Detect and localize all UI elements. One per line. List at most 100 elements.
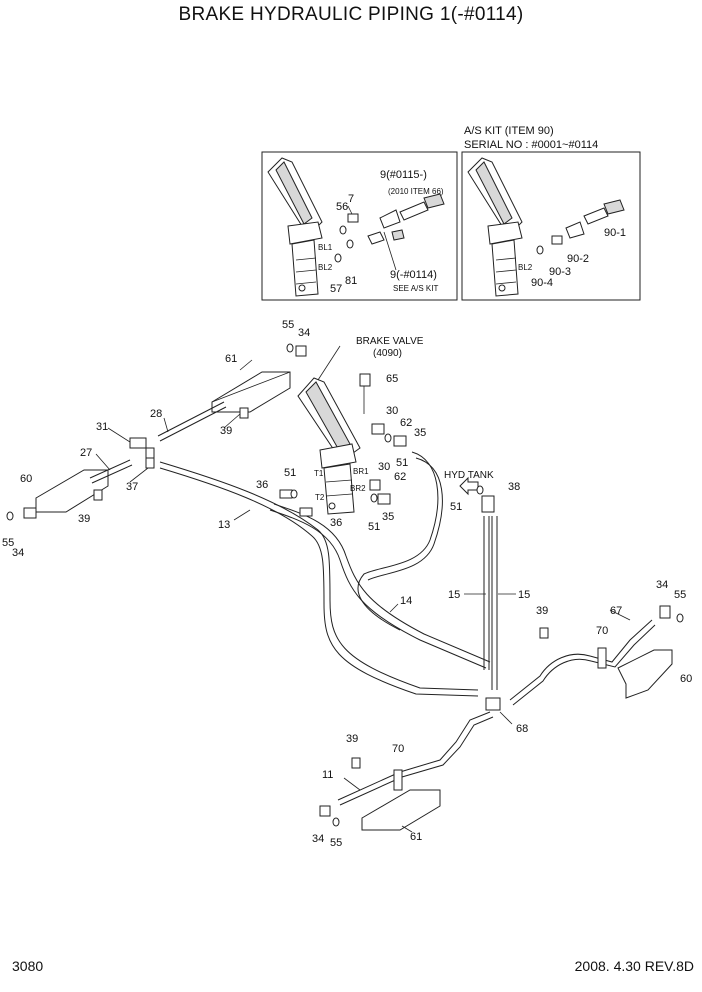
callout-11: 11 (322, 769, 333, 781)
callout-38: 38 (508, 481, 520, 493)
label-9-new: 9(#0115-) (380, 169, 427, 181)
hose-13 (159, 461, 479, 697)
port-br1: BR1 (353, 467, 369, 476)
callout-39: 39 (220, 425, 232, 437)
callout-68: 68 (516, 723, 528, 735)
plug-65 (359, 373, 371, 414)
fitting-7 (347, 213, 359, 223)
callout-61: 61 (410, 831, 422, 843)
bracket-61-top (211, 371, 291, 413)
callout-34: 34 (12, 547, 24, 559)
fitting-34-top (286, 343, 307, 357)
page-title: BRAKE HYDRAULIC PIPING 1(-#0114) (178, 4, 524, 25)
hose-br1 (357, 451, 443, 631)
callout-30: 30 (378, 461, 390, 473)
callout-37: 37 (126, 481, 138, 493)
callout-15: 15 (518, 589, 530, 601)
kit-label-90-4: 90-4 (531, 277, 553, 289)
kit-switch (536, 199, 625, 255)
tee-31 (129, 437, 155, 461)
label-81: 81 (345, 275, 357, 287)
callout-30: 30 (386, 405, 398, 417)
callout-39: 39 (536, 605, 548, 617)
callout-39: 39 (78, 513, 90, 525)
label-56: 56 (336, 201, 348, 213)
switch-9-old (367, 229, 405, 245)
pedal-valve-drawing (267, 157, 323, 297)
callout-51: 51 (284, 467, 296, 479)
washer-57-81 (334, 239, 354, 263)
callouts: 55 34 61 65 28 39 31 27 37 60 39 55 34 1… (2, 319, 692, 849)
hyd-tank-label: HYD TANK (444, 470, 494, 481)
leader-lines (95, 359, 631, 833)
fitting-34-left (6, 507, 37, 521)
label-bl2: BL2 (318, 263, 333, 272)
callout-34: 34 (298, 327, 310, 339)
as-kit-header-1: A/S KIT (ITEM 90) (464, 125, 554, 137)
callout-60: 60 (680, 673, 692, 685)
tube-27 (89, 459, 133, 484)
inset-left: 9(#0115-) (2010 ITEM 66) 56 7 BL1 BL2 57… (261, 151, 458, 301)
page-number: 3080 (12, 958, 44, 974)
callout-70: 70 (596, 625, 608, 637)
port-t2: T2 (315, 493, 325, 502)
callout-60: 60 (20, 473, 32, 485)
kit-label-bl2: BL2 (518, 263, 533, 272)
kit-label-90-3: 90-3 (549, 266, 571, 278)
callout-31: 31 (96, 421, 108, 433)
callout-55: 55 (2, 537, 14, 549)
port-br2: BR2 (350, 484, 366, 493)
callout-70: 70 (392, 743, 404, 755)
brake-valve (297, 345, 361, 515)
clamps-70 (393, 647, 607, 791)
inset-right: A/S KIT (ITEM 90) SERIAL NO : #0001~#011… (461, 125, 641, 301)
callout-34: 34 (656, 579, 668, 591)
callout-61: 61 (225, 353, 237, 365)
label-2010-item66: (2010 ITEM 66) (388, 187, 444, 196)
callout-55: 55 (282, 319, 294, 331)
kit-label-90-2: 90-2 (567, 253, 589, 265)
bracket-61-bottom (361, 789, 441, 831)
label-57: 57 (330, 283, 342, 295)
brake-valve-code: (4090) (373, 348, 402, 359)
revision-footer: 2008. 4.30 REV.8D (574, 958, 694, 974)
callout-62: 62 (394, 471, 406, 483)
callout-62: 62 (400, 417, 412, 429)
callout-51: 51 (450, 501, 462, 513)
as-kit-header-2: SERIAL NO : #0001~#0114 (464, 139, 598, 151)
brake-valve-label: BRAKE VALVE (356, 336, 424, 347)
fittings-30-62-35 (369, 423, 407, 505)
tube-28 (157, 401, 227, 442)
switch-9-new (379, 193, 445, 229)
fitting-34-bottom (319, 805, 340, 827)
hose-15 (483, 516, 498, 690)
bracket-60-right (617, 649, 673, 699)
hyd-tank-arrow-icon (459, 476, 484, 496)
callout-51: 51 (396, 457, 408, 469)
tube-11 (337, 711, 494, 806)
callout-35: 35 (414, 427, 426, 439)
label-9-old: 9(-#0114) (390, 269, 437, 281)
label-see-as-kit: SEE A/S KIT (393, 284, 438, 293)
callout-65: 65 (386, 373, 398, 385)
callout-15: 15 (448, 589, 460, 601)
pedal-valve-drawing-kit (467, 157, 523, 297)
callout-14: 14 (400, 595, 412, 607)
label-bl1: BL1 (318, 243, 333, 252)
fitting-34-right (659, 605, 684, 623)
bolts-39-37 (93, 407, 549, 769)
oring-56 (339, 225, 347, 235)
kit-label-90-1: 90-1 (604, 227, 626, 239)
callout-36: 36 (256, 479, 268, 491)
callout-13: 13 (218, 519, 230, 531)
callout-28: 28 (150, 408, 162, 420)
fittings-36 (279, 489, 313, 517)
callout-35: 35 (382, 511, 394, 523)
connector-38 (481, 495, 495, 513)
callout-36: 36 (330, 517, 342, 529)
callout-55: 55 (674, 589, 686, 601)
tee-68 (485, 697, 501, 711)
port-t1: T1 (314, 469, 324, 478)
callout-27: 27 (80, 447, 92, 459)
